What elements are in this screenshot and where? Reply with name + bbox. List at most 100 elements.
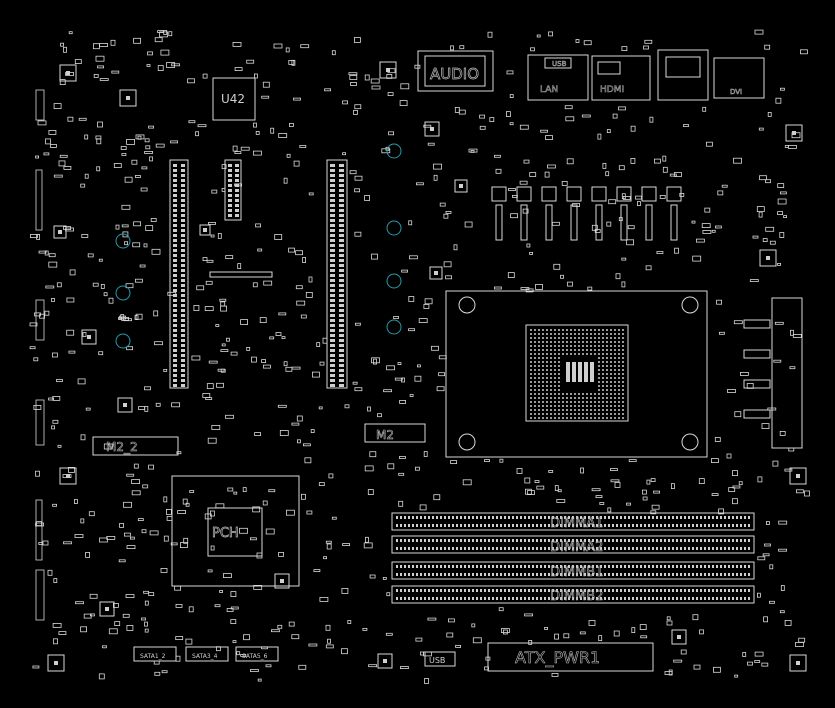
smd-component bbox=[630, 157, 636, 164]
smd-component bbox=[764, 44, 771, 50]
smd-component bbox=[225, 255, 234, 260]
dimm-pin bbox=[436, 565, 438, 568]
smd-component bbox=[146, 64, 151, 67]
pcie-pin bbox=[339, 219, 344, 222]
dimm-pin bbox=[700, 547, 702, 550]
smd-component bbox=[75, 601, 84, 605]
smd-component bbox=[125, 283, 134, 289]
dimm-pin bbox=[500, 516, 502, 519]
cpu-pin bbox=[598, 353, 600, 355]
dimm-pin bbox=[528, 539, 530, 542]
m2-label: M2 bbox=[376, 428, 394, 442]
smd-component bbox=[377, 413, 382, 418]
cpu-pin bbox=[574, 401, 576, 403]
cpu-pin bbox=[538, 401, 540, 403]
cpu-pin bbox=[586, 397, 588, 399]
cpu-pin bbox=[578, 405, 580, 407]
smd-component bbox=[696, 238, 705, 243]
dimm-pin bbox=[576, 524, 578, 527]
pcie-pin-rows bbox=[173, 164, 344, 387]
pcie-pin bbox=[330, 189, 335, 192]
smd-component bbox=[108, 628, 118, 635]
cpu-pin bbox=[618, 389, 620, 391]
smd-component bbox=[765, 179, 771, 184]
cpu-pin bbox=[554, 401, 556, 403]
smd-component bbox=[693, 664, 701, 670]
dimm-pin bbox=[664, 539, 666, 542]
cpu-center-pad bbox=[572, 362, 576, 382]
dimm-pin bbox=[688, 524, 690, 527]
cpu-pin bbox=[578, 393, 580, 395]
smd-component bbox=[714, 437, 721, 442]
dimm-pin bbox=[600, 565, 602, 568]
dimm-pin bbox=[496, 547, 498, 550]
smd-component bbox=[163, 535, 169, 542]
pcie-pin bbox=[330, 169, 335, 172]
pcie-pin bbox=[181, 374, 185, 377]
cpu-pin bbox=[550, 357, 552, 359]
cpu-pin bbox=[602, 341, 604, 343]
smd-component bbox=[495, 168, 502, 174]
smd-component bbox=[277, 624, 283, 629]
cpu-pin bbox=[550, 333, 552, 335]
cpu-pin bbox=[622, 417, 624, 419]
smd-component bbox=[326, 543, 332, 550]
smd-component bbox=[113, 163, 122, 168]
smd-component bbox=[591, 224, 598, 231]
dimm-pin bbox=[484, 597, 486, 600]
dimm-pin bbox=[440, 573, 442, 576]
dimm-pin bbox=[704, 516, 706, 519]
smd-component bbox=[45, 138, 51, 145]
smd-component bbox=[183, 537, 189, 544]
dimm-pin bbox=[684, 516, 686, 519]
smd-component bbox=[58, 631, 67, 635]
dimm-pin bbox=[536, 524, 538, 527]
dimm-pin bbox=[468, 539, 470, 542]
cpu-pin bbox=[546, 385, 548, 387]
smd-component bbox=[764, 543, 771, 547]
dimm-pin bbox=[736, 524, 738, 527]
smd-component bbox=[230, 606, 239, 610]
dimm-pin bbox=[628, 565, 630, 568]
smd-component bbox=[133, 221, 142, 227]
dimm-pin bbox=[504, 539, 506, 542]
cpu-pin bbox=[610, 409, 612, 411]
dimm-pin bbox=[648, 539, 650, 542]
dimm-pin bbox=[648, 516, 650, 519]
dimm-pin bbox=[732, 547, 734, 550]
dimm-pin bbox=[528, 524, 530, 527]
dimm-pin bbox=[624, 516, 626, 519]
smd-component bbox=[650, 510, 657, 515]
cpu-pin bbox=[586, 405, 588, 407]
cpu-pin bbox=[554, 397, 556, 399]
smd-component bbox=[649, 116, 654, 123]
dimm-pin bbox=[464, 547, 466, 550]
smd-component bbox=[189, 490, 195, 493]
smd-component bbox=[325, 644, 334, 649]
smd-component bbox=[433, 174, 438, 181]
pcie-pin bbox=[181, 174, 185, 177]
dimm-pin bbox=[544, 539, 546, 542]
dimm-pin bbox=[568, 597, 570, 600]
smd-component bbox=[749, 279, 759, 283]
cpu-pin bbox=[618, 361, 620, 363]
dimm-pin bbox=[400, 597, 402, 600]
smd-component bbox=[209, 510, 215, 517]
smd-component bbox=[88, 511, 95, 517]
dimm-pin bbox=[688, 565, 690, 568]
smd-component bbox=[383, 389, 393, 393]
smd-component bbox=[545, 135, 553, 141]
smd-component bbox=[662, 166, 668, 173]
component-pad bbox=[123, 403, 127, 407]
dimm-pin bbox=[648, 597, 650, 600]
smd-component bbox=[120, 146, 127, 150]
smd-component bbox=[370, 78, 380, 84]
dimm-pin bbox=[516, 547, 518, 550]
dimm-pin bbox=[560, 539, 562, 542]
dimm-pin bbox=[616, 524, 618, 527]
dimm-pin bbox=[648, 573, 650, 576]
pcie-pin bbox=[173, 224, 177, 227]
cpu-pin bbox=[582, 337, 584, 339]
dimm-pin bbox=[472, 573, 474, 576]
